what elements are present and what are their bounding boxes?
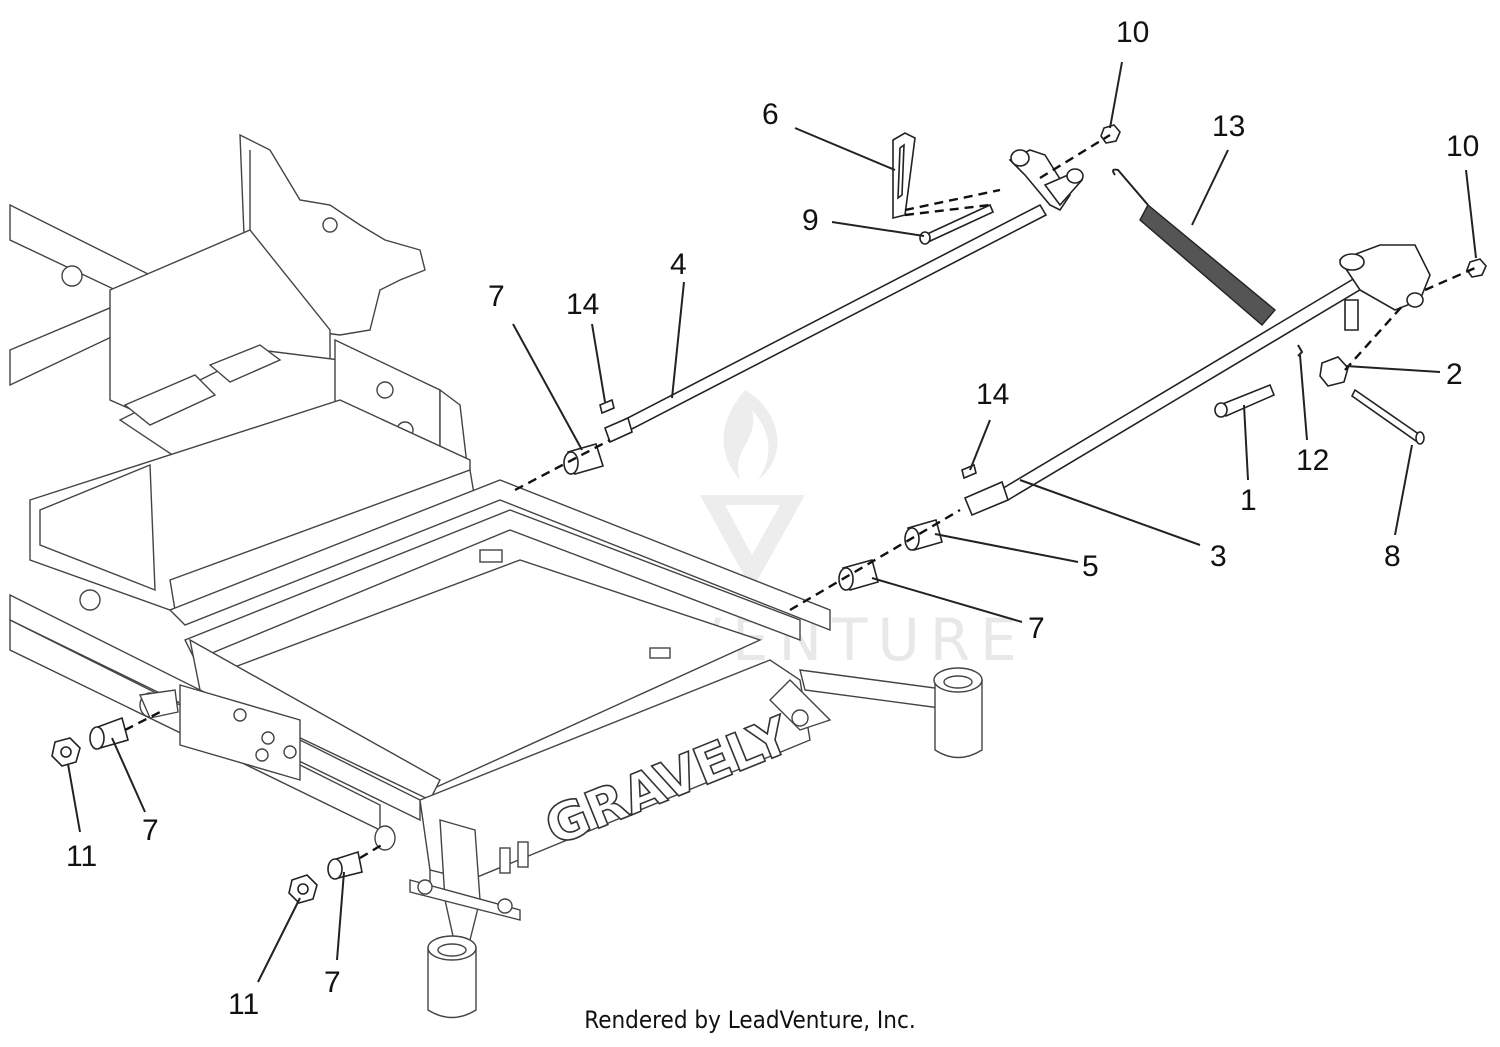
callout-10: 10 [1446, 130, 1479, 163]
rod-3-assembly [963, 244, 1431, 517]
rod-4-assembly [603, 132, 1084, 444]
callout-14: 14 [976, 378, 1009, 411]
assembly-lines [124, 133, 1476, 860]
callout-13: 13 [1212, 110, 1245, 143]
callout-4: 4 [670, 248, 687, 281]
callout-11: 11 [66, 840, 97, 873]
callout-7: 7 [488, 280, 505, 313]
callout-7: 7 [142, 814, 159, 847]
callout-10: 10 [1116, 16, 1149, 49]
callout-9: 9 [802, 204, 819, 237]
mower-frame: GRAVELY [9, 133, 983, 1019]
callout-8: 8 [1384, 540, 1401, 573]
render-credit: Rendered by LeadVenture, Inc. [584, 1006, 916, 1034]
spring-13 [1112, 168, 1276, 326]
leader-lines [67, 61, 1477, 983]
callout-6: 6 [762, 98, 779, 131]
callout-1: 1 [1240, 484, 1257, 517]
callout-7: 7 [324, 966, 341, 999]
callout-14: 14 [566, 288, 599, 321]
callout-11: 11 [228, 988, 259, 1021]
small-parts [51, 124, 1487, 904]
callout-labels: 10 6 13 10 9 4 14 7 14 2 12 1 8 3 5 7 7 … [66, 16, 1479, 1021]
callout-7: 7 [1028, 612, 1045, 645]
callout-5: 5 [1082, 550, 1099, 583]
callout-2: 2 [1446, 358, 1463, 391]
callout-3: 3 [1210, 540, 1227, 573]
callout-12: 12 [1296, 444, 1329, 477]
